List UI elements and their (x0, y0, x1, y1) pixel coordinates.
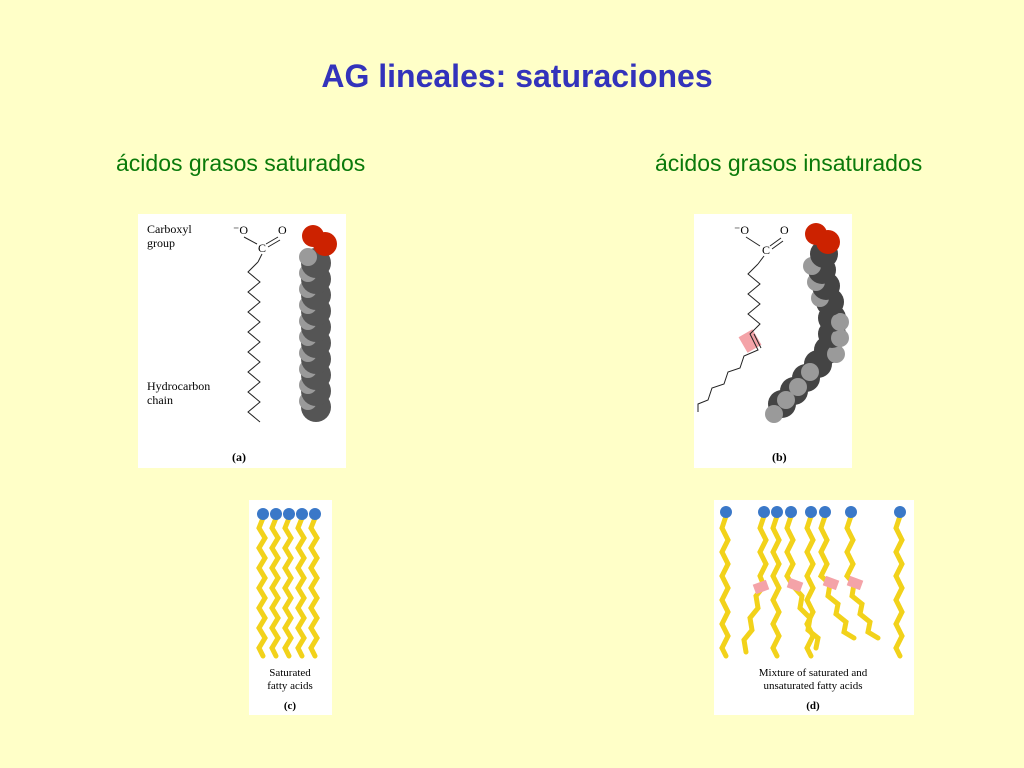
saturated-heads (257, 508, 321, 520)
saturated-heading: ácidos grasos saturados (116, 150, 366, 176)
panel-c-saturated-packing: Saturated fatty acids (c) (249, 500, 332, 715)
unsaturated-zigzag-chain (697, 263, 761, 412)
carboxyl-bonds (745, 236, 784, 265)
saturated-tails (256, 515, 320, 659)
panel-d-mixture-packing: Mixture of saturated and unsaturated fat… (714, 500, 914, 715)
cis-kink-highlights (752, 575, 864, 595)
cis-double-bond-highlight (738, 329, 762, 353)
saturated-space-filling-model (299, 225, 337, 422)
panel-d-figure: Mixture of saturated and unsaturated fat… (719, 506, 906, 712)
saturated-zigzag-chain (247, 261, 261, 423)
panel-c-caption: (c) (284, 700, 297, 712)
panel-c-label-line2: fatty acids (267, 680, 313, 692)
carboxyl-label-line1: Carboxyl (147, 222, 192, 236)
panel-d-label-line1: Mixture of saturated and (759, 667, 868, 679)
mixture-heads (720, 506, 906, 518)
panel-b-unsaturated-structure: ⁻O O C (b) (694, 214, 852, 468)
mixture-tails (719, 513, 905, 659)
panel-a-figure: Carboxyl group Hydrocarbon chain ⁻O O C … (147, 222, 337, 464)
panel-d-label-line2: unsaturated fatty acids (764, 680, 863, 692)
hydrocarbon-label-line2: chain (147, 393, 173, 407)
panel-d-caption: (d) (806, 700, 820, 712)
panel-c-label-line1: Saturated (269, 667, 311, 679)
atom-o: O (780, 223, 789, 237)
atom-o-minus: ⁻O (233, 223, 248, 237)
unsaturated-space-filling-model (765, 223, 849, 423)
atom-c: C (762, 243, 770, 257)
atom-o-minus: ⁻O (734, 223, 749, 237)
double-bond-line (753, 333, 762, 349)
atom-o: O (278, 223, 287, 237)
hydrocarbon-label-line1: Hydrocarbon (147, 379, 210, 393)
panel-a-caption: (a) (232, 450, 246, 464)
panel-a-saturated-structure: Carboxyl group Hydrocarbon chain ⁻O O C … (138, 214, 346, 468)
panel-b-caption: (b) (772, 450, 787, 464)
slide-title: AG lineales: saturaciones (321, 58, 713, 94)
carboxyl-label-line2: group (147, 236, 175, 250)
panel-c-figure: Saturated fatty acids (c) (256, 508, 321, 712)
carboxyl-bonds (243, 236, 281, 263)
atom-c: C (258, 241, 266, 255)
panel-b-figure: ⁻O O C (b) (697, 223, 849, 464)
unsaturated-heading: ácidos grasos insaturados (655, 150, 923, 176)
